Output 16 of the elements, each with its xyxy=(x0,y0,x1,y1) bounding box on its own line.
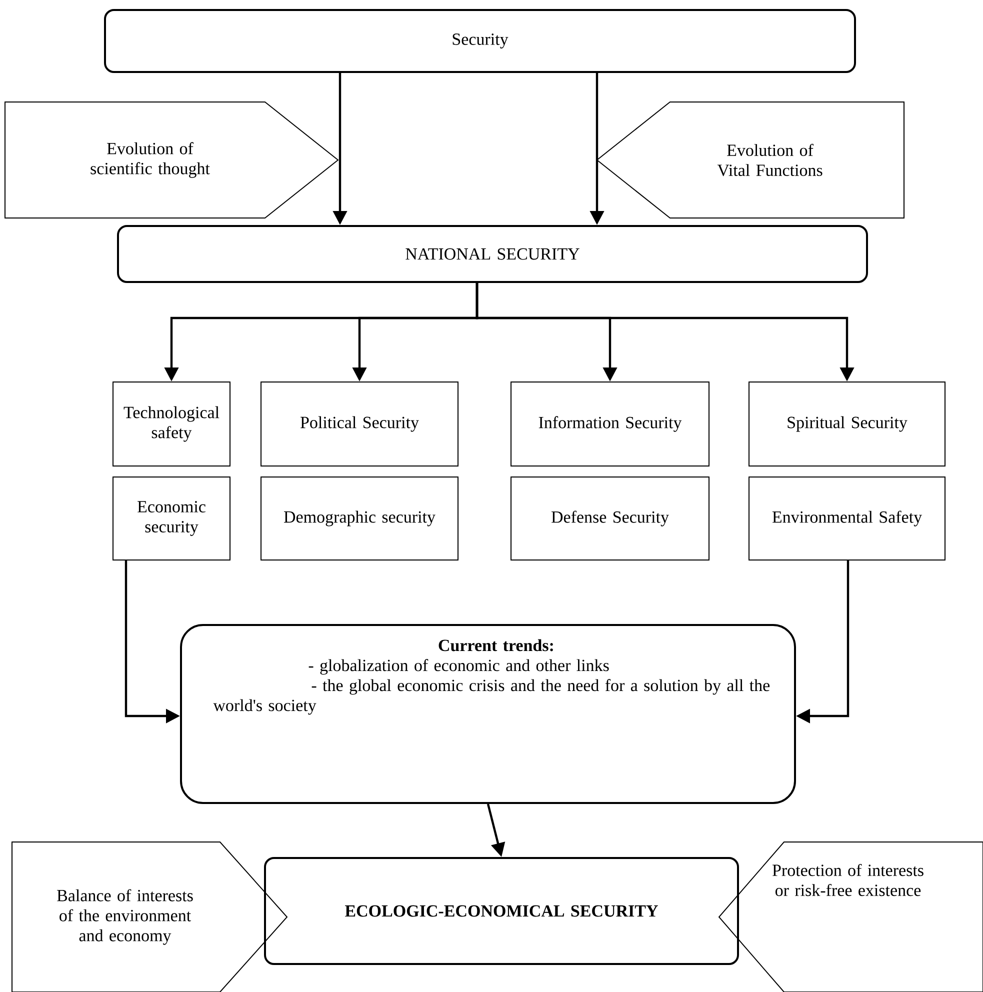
box: Political Security xyxy=(260,382,458,466)
box: Defense Security xyxy=(510,476,710,560)
box: Technological safety xyxy=(112,382,230,466)
box: Spiritual Security xyxy=(748,382,946,466)
rounded-box: Security xyxy=(104,9,856,73)
box: Environmental Safety xyxy=(748,476,946,560)
rounded-box: NATIONAL SECURITY xyxy=(117,225,868,283)
callout-pentagon: Balance of interests of the environment and economy xyxy=(12,842,288,992)
box: Economic security xyxy=(112,476,230,560)
rounded-box: ECOLOGIC-ECONOMICAL SECURITY xyxy=(264,857,739,965)
box: Demographic security xyxy=(260,476,458,560)
callout-pentagon: Evolution of Vital Functions xyxy=(596,102,904,218)
callout-pentagon: Protection of interests or risk-free existence xyxy=(718,842,983,992)
trends-box: Current trends: - globalization of economic and other links - the global economic crisis and the need for a solution by all the world's society xyxy=(180,624,796,804)
callout-pentagon: Evolution of scientific thought xyxy=(4,102,339,218)
box: Information Security xyxy=(510,382,710,466)
